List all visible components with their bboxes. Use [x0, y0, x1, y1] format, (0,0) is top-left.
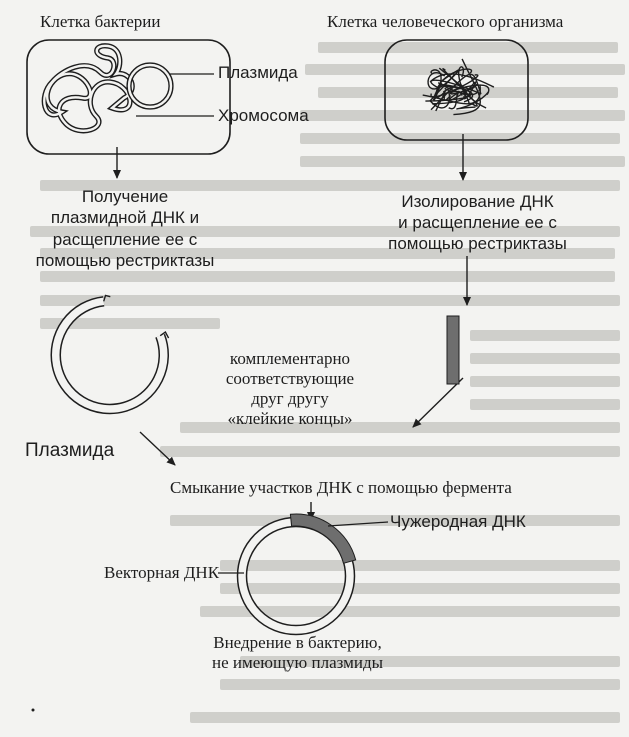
right-step-line-2: и расщепление ее с — [398, 213, 557, 232]
sticky-ends-line-4: «клейкие концы» — [227, 409, 353, 428]
dna-strand — [427, 72, 455, 90]
bacterial-chromosome — [41, 43, 135, 134]
right-step-line-3: помощью рестриктазы — [388, 234, 567, 253]
insertion-line-2: не имеющую плазмиды — [211, 653, 384, 672]
arrow-fragment-to-joining — [412, 377, 464, 428]
dna-strand — [430, 73, 482, 111]
human-dna-fragment — [446, 315, 460, 385]
bacteria-cell-label: Клетка бактерии — [40, 12, 161, 31]
dna-strand — [438, 82, 480, 96]
foreign-dna-pointer — [327, 521, 389, 527]
plasmid-label: Плазмида — [218, 63, 298, 82]
recombinant-plasmid — [236, 513, 357, 636]
dna-strand — [431, 67, 467, 105]
human-cell-label: Клетка человеческого организма — [327, 12, 564, 31]
dna-strand — [430, 79, 482, 95]
bacteria-cell-box — [26, 39, 231, 155]
joining-label: Смыкание участков ДНК с помощью фермента — [170, 478, 512, 497]
sticky-ends-line-2: соответствующие — [225, 369, 355, 388]
right-step-line-1: Изолирование ДНК — [401, 192, 554, 211]
left-step-line-3: расщепление ее с — [52, 230, 198, 249]
chromosome-label: Хромосома — [218, 106, 309, 125]
dna-strand — [430, 69, 442, 102]
inserted-foreign-dna — [289, 513, 357, 564]
dna-strand — [439, 83, 474, 103]
dna-strand — [429, 73, 495, 88]
cut-plasmid — [50, 294, 170, 415]
ink-speck — [31, 708, 35, 712]
sticky-ends-line-1: комплементарно — [229, 349, 351, 368]
human-cell-box — [384, 39, 529, 141]
vector-dna-label: Векторная ДНК — [104, 563, 220, 582]
insertion-line-1: Внедрение в бактерию, — [213, 633, 382, 652]
dna-strand — [456, 91, 490, 110]
plasmid-large-label: Плазмида — [25, 440, 115, 461]
bacterial-plasmid — [126, 62, 174, 110]
left-step-line-4: помощью рестриктазы — [35, 251, 215, 270]
left-step-line-1: Получение — [81, 187, 169, 206]
human-dna-tangle — [422, 58, 495, 116]
arrow-plasmid-to-joining — [139, 431, 176, 466]
foreign-dna-label: Чужеродная ДНК — [390, 512, 526, 531]
sticky-ends-line-3: друг другу — [251, 389, 329, 408]
left-step-line-2: плазмидной ДНК и — [50, 208, 200, 227]
